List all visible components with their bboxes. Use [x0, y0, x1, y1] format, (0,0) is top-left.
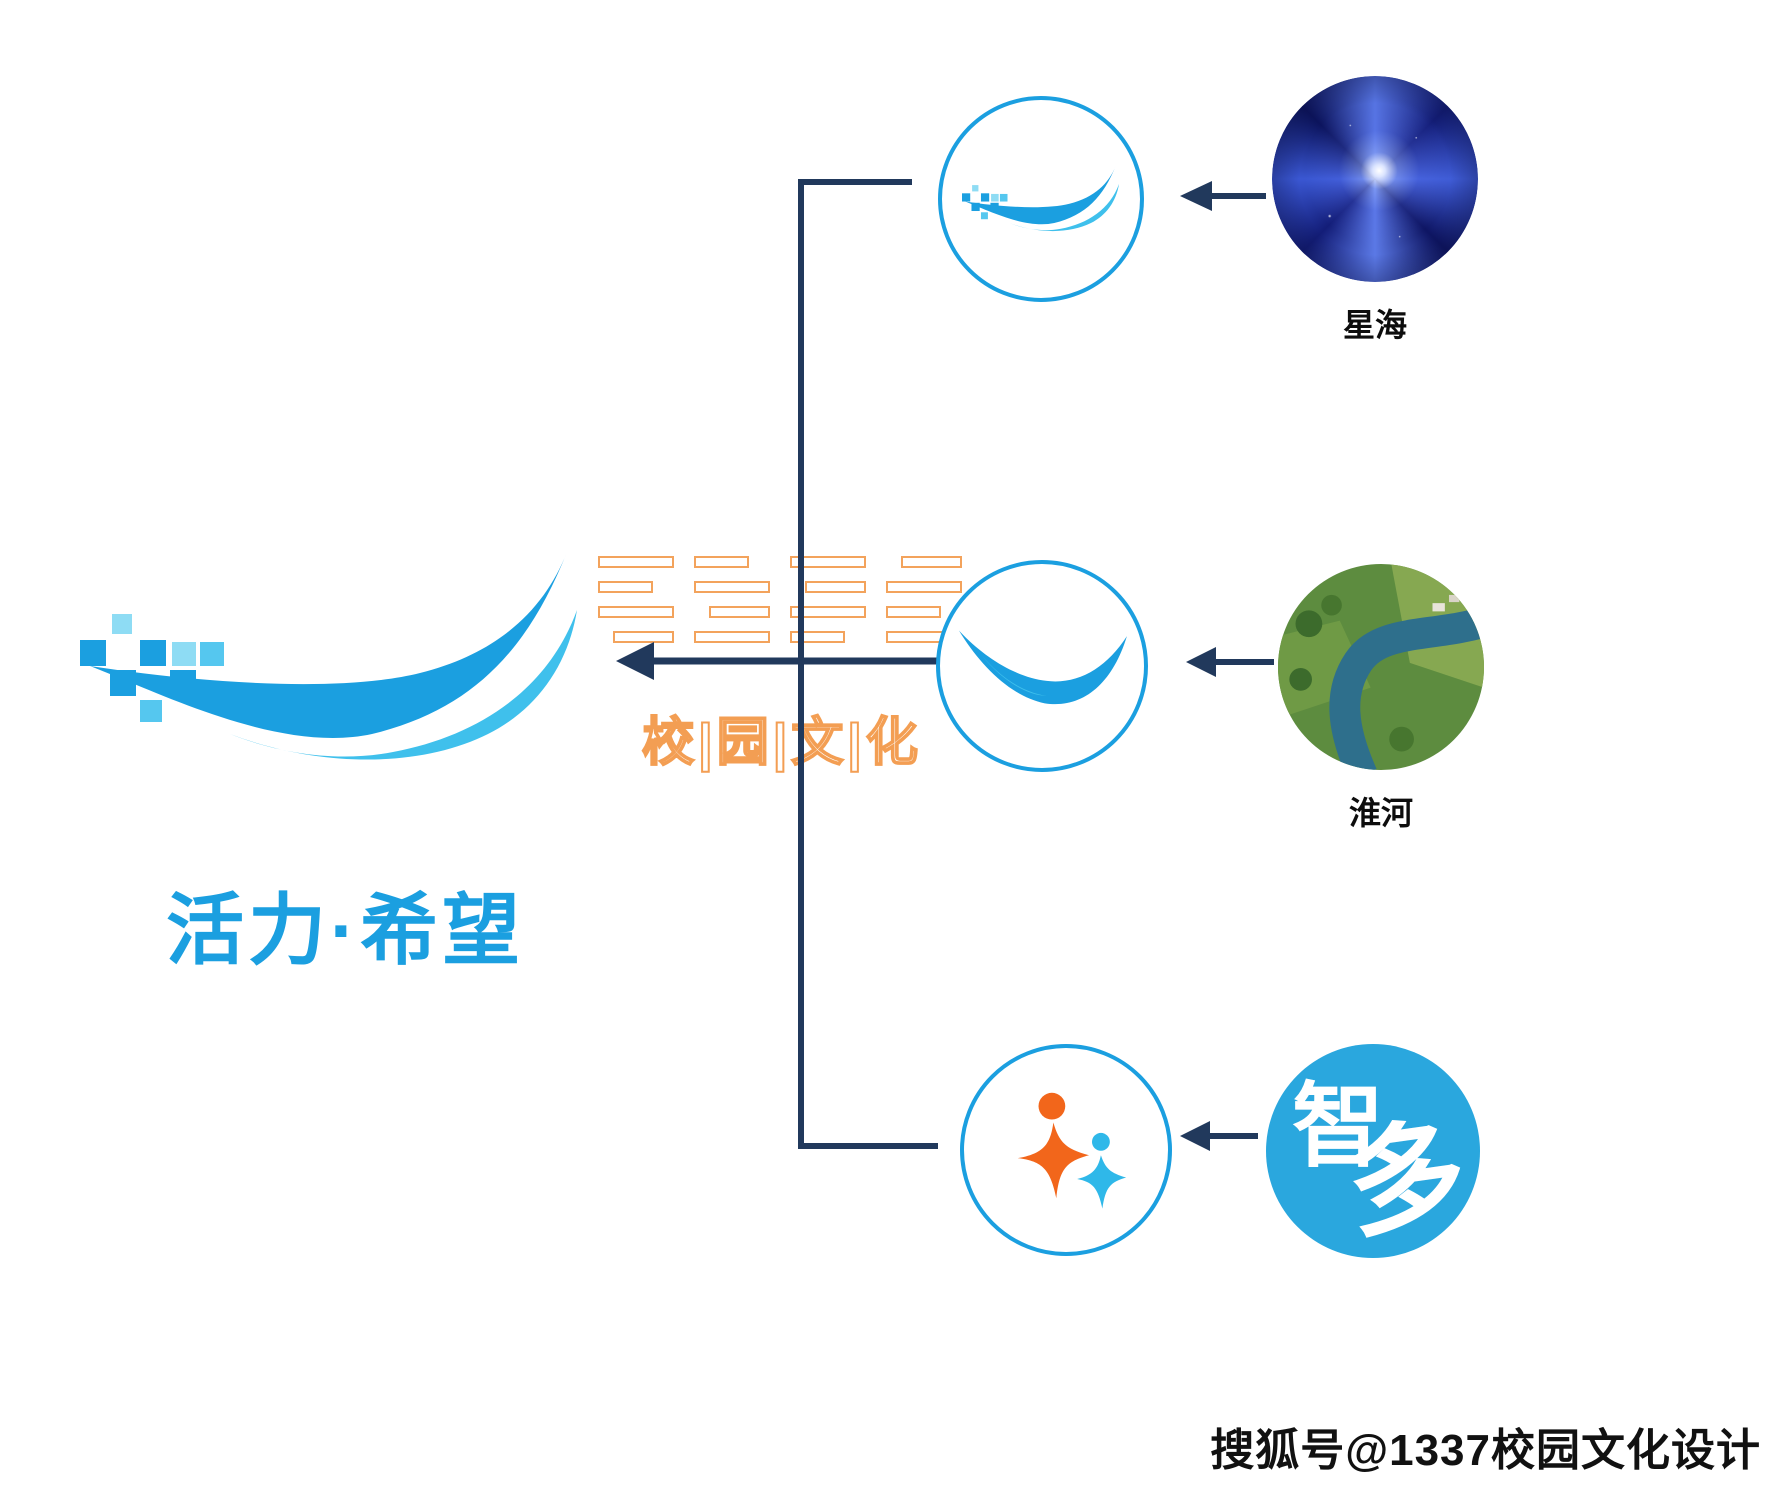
watermark-text: 校|园|文|化 — [641, 713, 922, 773]
main-logo-swoosh — [80, 552, 577, 760]
wave-check-mark — [958, 630, 1127, 705]
character-duo: 多 — [1339, 1107, 1475, 1254]
source-image-river — [1278, 564, 1484, 770]
mini-swoosh-logo — [962, 165, 1120, 232]
galaxy-swirl-graphic — [1272, 76, 1478, 282]
watermark-glyph — [598, 556, 674, 692]
logo-slogan: 活力·希望 — [166, 886, 524, 974]
watermark-glyph — [694, 556, 770, 692]
source-label-galaxy: 星海 — [1342, 307, 1407, 343]
derived-mark-swoosh-circle — [938, 96, 1144, 302]
source-label-river: 淮河 — [1348, 795, 1413, 831]
watermark-glyph — [790, 556, 866, 692]
watermark-pattern — [598, 556, 966, 692]
source-image-characters: 智 多 — [1266, 1044, 1480, 1258]
derived-mark-wave-circle — [936, 560, 1148, 772]
river-landscape-graphic — [1278, 564, 1484, 770]
source-image-galaxy — [1272, 76, 1478, 282]
credit-text: 搜狐号@1337校园文化设计 — [1210, 1426, 1761, 1475]
derived-mark-figures-circle — [960, 1044, 1172, 1256]
character-zhi: 智 — [1292, 1076, 1385, 1178]
star-figures-mark — [1017, 1092, 1127, 1209]
